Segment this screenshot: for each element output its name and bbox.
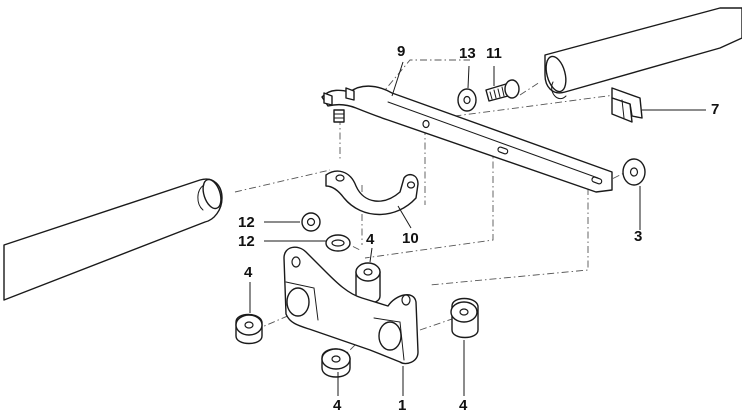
callout-9: 9 bbox=[397, 43, 406, 60]
callout-7: 7 bbox=[711, 101, 720, 118]
callout-4-left: 4 bbox=[244, 264, 253, 281]
callout-11: 11 bbox=[486, 45, 502, 62]
rubber-mount-4-top bbox=[355, 262, 381, 305]
rubber-mount-4-bottom bbox=[321, 348, 351, 378]
washer-13 bbox=[457, 88, 477, 112]
washer-3 bbox=[622, 158, 646, 186]
exhaust-pipe-right bbox=[544, 7, 742, 100]
callout-3: 3 bbox=[634, 228, 643, 245]
callout-4-right: 4 bbox=[459, 397, 468, 414]
callout-1: 1 bbox=[398, 397, 407, 414]
callout-10: 10 bbox=[402, 230, 419, 247]
rubber-mount-4-left bbox=[235, 313, 263, 345]
mounting-bracket-1 bbox=[283, 246, 419, 365]
nut-12-upper bbox=[301, 212, 321, 232]
lower-clamp-10 bbox=[325, 170, 419, 216]
callout-4-bottom: 4 bbox=[333, 397, 342, 414]
callout-12-upper: 12 bbox=[238, 214, 255, 231]
clamp-bracket-9 bbox=[321, 85, 613, 193]
leader-lines bbox=[249, 61, 706, 396]
exhaust-pipe-left bbox=[3, 178, 223, 301]
callout-12-lower: 12 bbox=[238, 233, 255, 250]
bolt-11 bbox=[485, 79, 520, 102]
nut-12-lower bbox=[325, 234, 351, 252]
rubber-mount-4-right bbox=[450, 297, 479, 339]
clip-7 bbox=[611, 87, 643, 123]
callout-4-top: 4 bbox=[366, 231, 375, 248]
callout-13: 13 bbox=[459, 45, 476, 62]
